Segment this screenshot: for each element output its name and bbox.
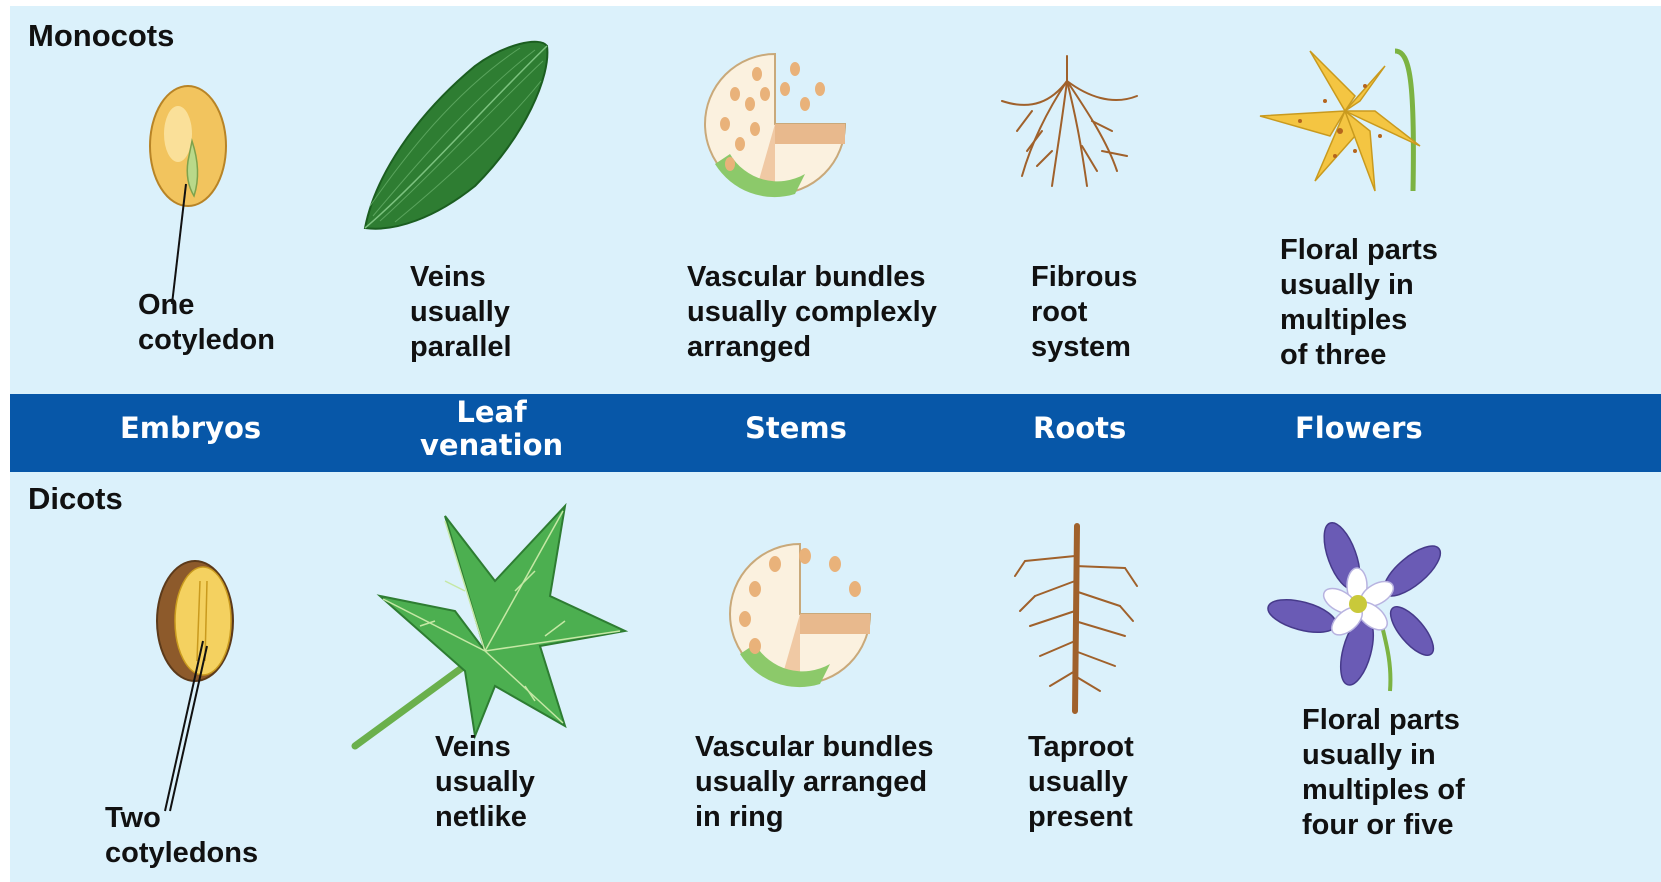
- category-flowers: Flowers: [1295, 412, 1423, 445]
- monocot-flower-label: Floral parts usually in multiples of thr…: [1280, 233, 1438, 373]
- dicot-flower-label: Floral parts usually in multiples of fou…: [1302, 703, 1465, 843]
- dicot-embryo-label: Two cotyledons: [105, 801, 258, 871]
- monocot-leaf-label: Veins usually parallel: [410, 260, 512, 365]
- category-roots: Roots: [1033, 412, 1126, 445]
- monocot-dicot-diagram: Monocots One cotyledon Veins usually par…: [10, 6, 1661, 882]
- category-band: Embryos Leaf venation Stems Roots Flower…: [10, 394, 1661, 472]
- monocot-seed-icon: [130, 86, 250, 311]
- dicot-root-label: Taproot usually present: [1028, 730, 1134, 835]
- category-stems: Stems: [745, 412, 847, 445]
- dicot-leaf-label: Veins usually netlike: [435, 730, 535, 835]
- monocot-stem-label: Vascular bundles usually complexly arran…: [687, 260, 937, 365]
- dicot-flower-icon: [1272, 516, 1452, 696]
- monocot-leaf-icon: [355, 36, 555, 236]
- dicots-title: Dicots: [28, 481, 123, 517]
- dicot-stem-section-icon: [720, 534, 885, 694]
- monocot-embryo-label: One cotyledon: [138, 288, 275, 358]
- monocots-title: Monocots: [28, 18, 174, 54]
- monocot-root-label: Fibrous root system: [1031, 260, 1137, 365]
- monocot-root-icon: [992, 51, 1142, 191]
- dicot-root-icon: [1005, 526, 1145, 716]
- monocot-flower-icon: [1255, 41, 1435, 206]
- dicot-stem-label: Vascular bundles usually arranged in rin…: [695, 730, 934, 835]
- category-embryos: Embryos: [120, 412, 261, 445]
- monocot-stem-section-icon: [695, 44, 860, 204]
- category-leaf-venation: Leaf venation: [420, 396, 563, 462]
- dicot-seed-icon: [145, 561, 255, 816]
